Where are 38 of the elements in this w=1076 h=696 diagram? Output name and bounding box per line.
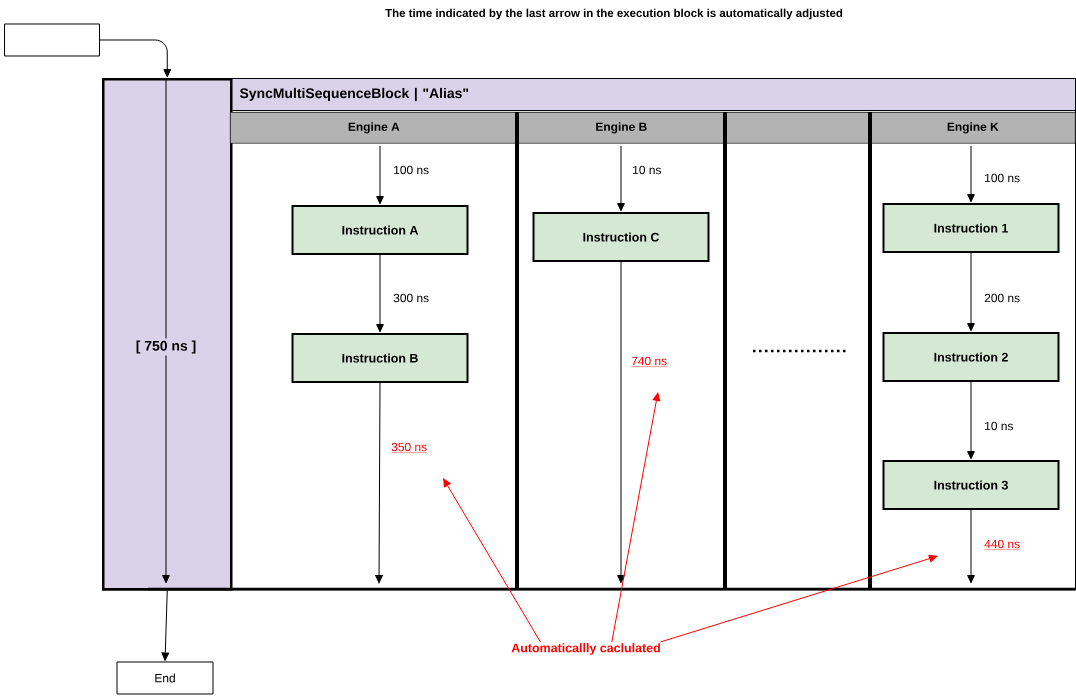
terminal-box: End [116, 661, 214, 695]
arrow [376, 145, 384, 205]
arrow [967, 252, 975, 332]
edge-label: 440 ns [983, 538, 1022, 552]
arrow [161, 590, 170, 661]
edge-label: 300 ns [392, 292, 431, 304]
arrow [967, 145, 975, 203]
leader-line [611, 392, 661, 643]
instruction-box: Instruction C [532, 212, 710, 262]
title: The time indicated by the last arrow in the execution block is automatically adjusted [385, 8, 843, 20]
block-header: SyncMultiSequenceBlock | "Alias" [230, 78, 1076, 111]
note-text: Automaticallly caclulated [511, 643, 660, 655]
lane-header: Engine K [870, 112, 1076, 144]
arrow [376, 254, 384, 333]
arrow [617, 145, 625, 212]
edge-label: 10 ns [983, 420, 1015, 432]
edge-label: 350 ns [390, 441, 429, 455]
arrow [967, 381, 975, 460]
lane-header: Engine B [517, 112, 726, 144]
edge-label: 100 ns [983, 172, 1022, 184]
instruction-box: Instruction 1 [882, 203, 1060, 253]
arrow [617, 261, 625, 584]
edge-label: 100 ns [392, 164, 431, 176]
instruction-box: Instruction 2 [882, 332, 1060, 382]
terminal-box [4, 23, 100, 57]
edge-label: 740 ns [630, 355, 669, 369]
instruction-box: Instruction B [291, 333, 469, 383]
arrow [99, 39, 172, 78]
arrow [375, 382, 383, 584]
arrow [967, 509, 975, 584]
instruction-box: Instruction A [291, 205, 469, 255]
lane-header: Engine A [230, 112, 518, 144]
leader-line [659, 554, 938, 643]
instruction-box: Instruction 3 [882, 460, 1060, 510]
duration-label: [ 750 ns ] [133, 338, 199, 356]
leader-line [443, 478, 541, 643]
edge-label: 10 ns [631, 164, 663, 176]
edge-label: 200 ns [983, 292, 1022, 304]
